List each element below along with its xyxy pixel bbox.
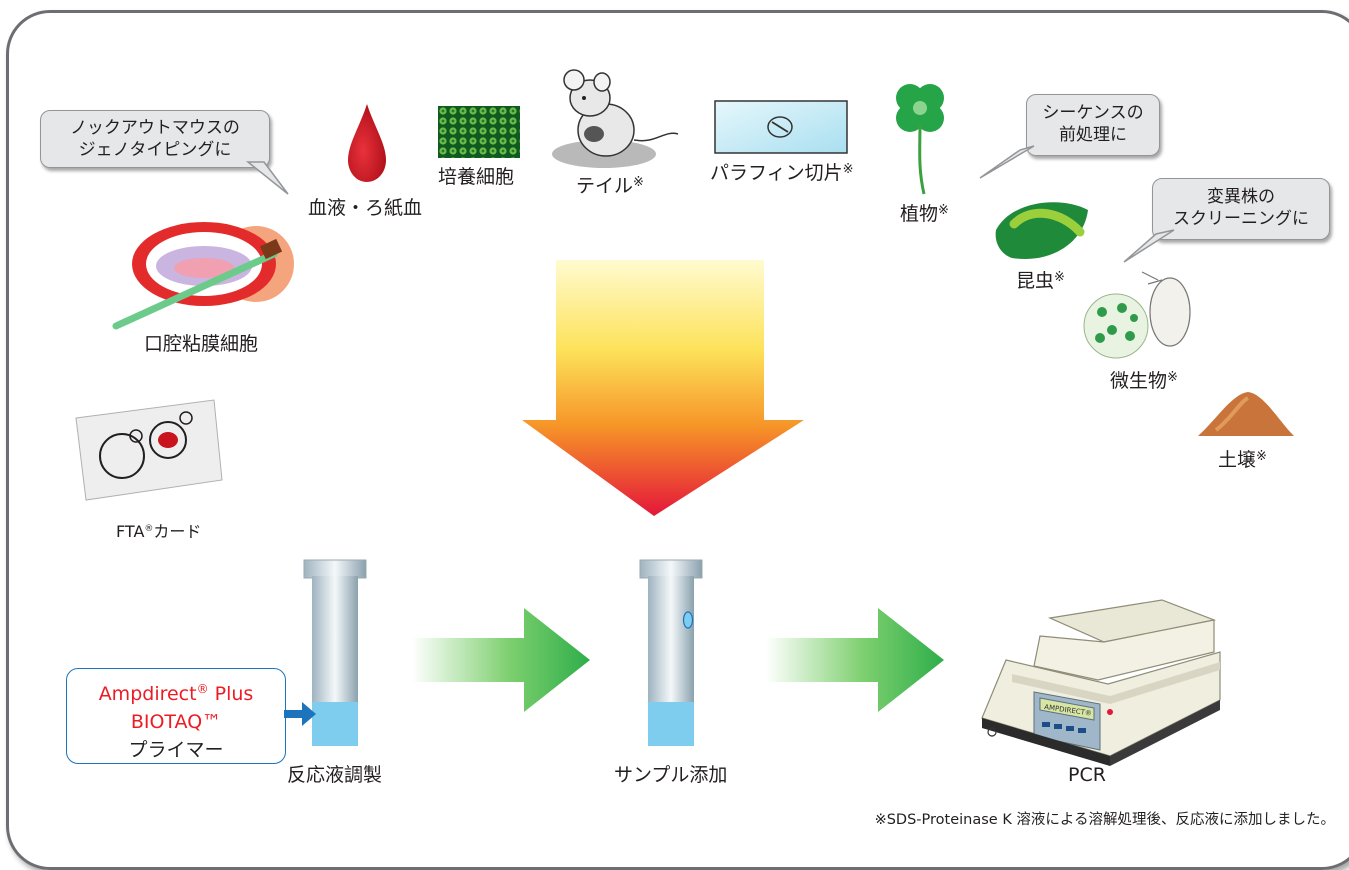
insect-leaf-icon: [995, 202, 1088, 259]
label-blood: 血液・ろ紙血: [308, 197, 423, 219]
label-step-pcr: PCR: [1068, 764, 1106, 786]
pcr-machine-icon: AMPDIRECT®: [981, 599, 1221, 766]
blood-drop-icon: [348, 104, 386, 182]
reagent-box: Ampdirect® Plus BIOTAQ™ プライマー: [66, 668, 286, 764]
label-paraffin: パラフィン切片※: [710, 162, 854, 184]
soil-icon: [1198, 392, 1294, 436]
bubble-knockout-tail: [245, 161, 289, 195]
culture-cells-image: [438, 106, 520, 158]
paraffin-slide-icon: [714, 100, 848, 154]
label-microbe: 微生物※: [1110, 370, 1178, 392]
label-oral: 口腔粘膜細胞: [144, 333, 259, 355]
label-plant: 植物※: [900, 203, 949, 225]
bubble-mutant-tail: [1123, 229, 1175, 263]
flow-arrow-1: [412, 608, 590, 712]
label-tail: テイル※: [576, 175, 644, 197]
label-fta: FTA®カード: [116, 522, 202, 541]
label-insect: 昆虫※: [1016, 270, 1065, 292]
microbe-icon: [1083, 271, 1191, 359]
bubble-mutant: 変異株のスクリーニングに: [1152, 178, 1330, 240]
reagent-arrow: [284, 702, 316, 726]
fta-card-icon: [75, 399, 223, 501]
mouth-swab-icon: [112, 222, 294, 330]
label-soil: 土壌※: [1218, 449, 1267, 471]
collection-arrow: [522, 260, 804, 516]
bubble-sequence: シーケンスの前処理に: [1026, 94, 1160, 156]
reaction-tube: [303, 559, 367, 746]
flow-arrow-2: [766, 608, 944, 712]
label-step-add-sample: サンプル添加: [614, 764, 728, 786]
bubble-sequence-tail: [979, 145, 1035, 179]
bubble-knockout: ノックアウトマウスのジェノタイピングに: [40, 110, 270, 168]
label-culture: 培養細胞: [438, 166, 515, 188]
sample-tube: [639, 559, 703, 746]
label-step-prep: 反応液調製: [287, 764, 383, 786]
mouse-icon: [552, 69, 679, 168]
clover-icon: [896, 84, 944, 195]
footnote: ※SDS-Proteinase K 溶液による溶解処理後、反応液に添加しました。: [874, 812, 1335, 828]
